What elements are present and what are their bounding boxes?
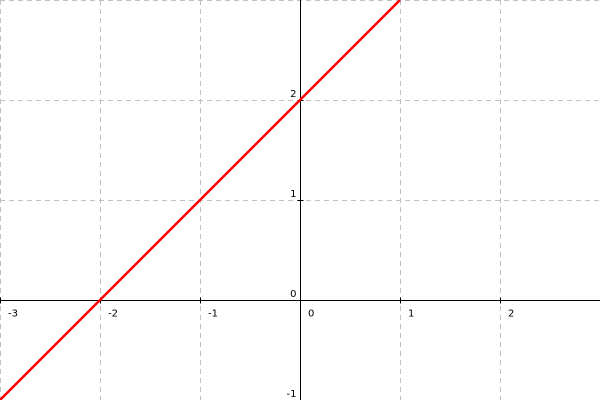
y-tick-label: 0 — [290, 289, 296, 300]
tick-marks — [0, 100, 501, 304]
series-line-0 — [0, 0, 401, 400]
y-tick-label: 1 — [290, 189, 296, 200]
y-tick-label: -1 — [287, 389, 297, 400]
x-tick-label: 0 — [308, 309, 314, 320]
series-group — [0, 0, 401, 400]
x-tick-label: -3 — [8, 309, 18, 320]
x-tick-label: 1 — [408, 309, 414, 320]
x-tick-label: -2 — [108, 309, 118, 320]
x-tick-label: -1 — [208, 309, 218, 320]
x-tick-label: 2 — [508, 309, 514, 320]
y-tick-label: 2 — [290, 89, 296, 100]
y-tick-labels: -1 0 1 2 — [287, 89, 297, 400]
x-tick-labels: -3 -2 -1 0 1 2 — [8, 309, 514, 320]
